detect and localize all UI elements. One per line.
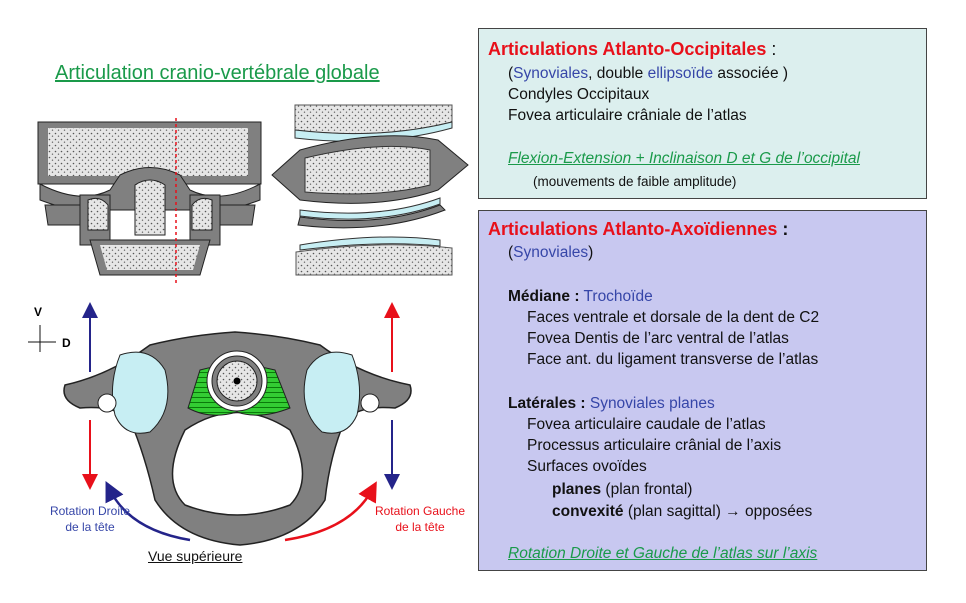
box1-line1: (Synoviales, double ellipsoïde associée … [508, 64, 788, 84]
laterales-item-3: Surfaces ovoïdes [527, 458, 647, 475]
synoviales-label: Synoviales [513, 65, 589, 82]
axis-indicator [28, 325, 56, 352]
rotation-left-caption: Rotation Gauche de la tête [374, 504, 466, 534]
convexite-rest: (plan sagittal) → opposées [623, 503, 813, 520]
box1-title-suffix: : [766, 39, 777, 59]
line1-end: associée ) [713, 65, 789, 82]
convexite-label: convexité [552, 503, 624, 520]
atlanto-occipital-box: Articulations Atlanto-Occipitales : (Syn… [478, 28, 927, 199]
line1-mid: , double [588, 65, 648, 82]
paren-close: ) [588, 244, 594, 261]
box2-synoviales-line: (Synoviales) [508, 243, 593, 263]
box2-title: Articulations Atlanto-Axoïdiennes [488, 219, 778, 239]
box1-line2: Condyles Occipitaux [508, 86, 650, 103]
atlanto-axoidien-box: Articulations Atlanto-Axoïdiennes : (Syn… [478, 210, 927, 571]
paren-open: ( [508, 244, 514, 261]
laterales-item-4: planes (plan frontal) [552, 480, 692, 500]
rotation-right-caption: Rotation Droite de la tête [49, 504, 131, 534]
axis-label-v: V [34, 305, 43, 319]
view-label: Vue supérieure [148, 548, 243, 564]
laterales-heading: Latérales : Synoviales planes [508, 394, 715, 414]
box1-line3: Fovea articulaire crâniale de l’atlas [508, 107, 747, 124]
paren-open: ( [508, 65, 514, 82]
atlas-superior-view-illustration [63, 331, 412, 546]
box2-title-suffix: : [777, 219, 789, 239]
box1-motion: Flexion-Extension + Inclinaison D et G d… [508, 150, 860, 167]
synoviales-label: Synoviales [513, 244, 589, 261]
rotation-arrows [82, 302, 400, 542]
mediane-type: Trochoïde [579, 288, 653, 305]
axis-label-d: D [62, 336, 71, 350]
ellipsoide-label: ellipsoïde [647, 65, 714, 82]
diagram-title: Articulation cranio-vertébrale globale [55, 62, 380, 84]
laterales-item-2: Processus articulaire crânial de l’axis [527, 437, 782, 454]
planes-label: planes [552, 481, 602, 498]
mediane-item-3: Face ant. du ligament transverse de l’at… [527, 351, 819, 368]
frontal-section-illustration [37, 118, 262, 285]
mediane-label: Médiane : [508, 288, 580, 305]
laterales-label: Latérales : [508, 395, 586, 412]
sagittal-section-illustration [271, 104, 469, 276]
laterales-item-1: Fovea articulaire caudale de l’atlas [527, 416, 766, 433]
box2-title-line: Articulations Atlanto-Axoïdiennes : [488, 219, 788, 241]
laterales-item-5: convexité (plan sagittal) → opposées [552, 502, 812, 522]
planes-rest: (plan frontal) [601, 481, 693, 498]
laterales-type: Synoviales planes [585, 395, 715, 412]
box1-note: (mouvements de faible amplitude) [533, 174, 737, 189]
mediane-heading: Médiane : Trochoïde [508, 287, 653, 307]
box2-motion: Rotation Droite et Gauche de l’atlas sur… [508, 545, 818, 562]
box1-title: Articulations Atlanto-Occipitales [488, 39, 767, 59]
mediane-item-1: Faces ventrale et dorsale de la dent de … [527, 309, 820, 326]
box1-title-line: Articulations Atlanto-Occipitales : [488, 39, 776, 61]
mediane-item-2: Fovea Dentis de l’arc ventral de l’atlas [527, 330, 789, 347]
